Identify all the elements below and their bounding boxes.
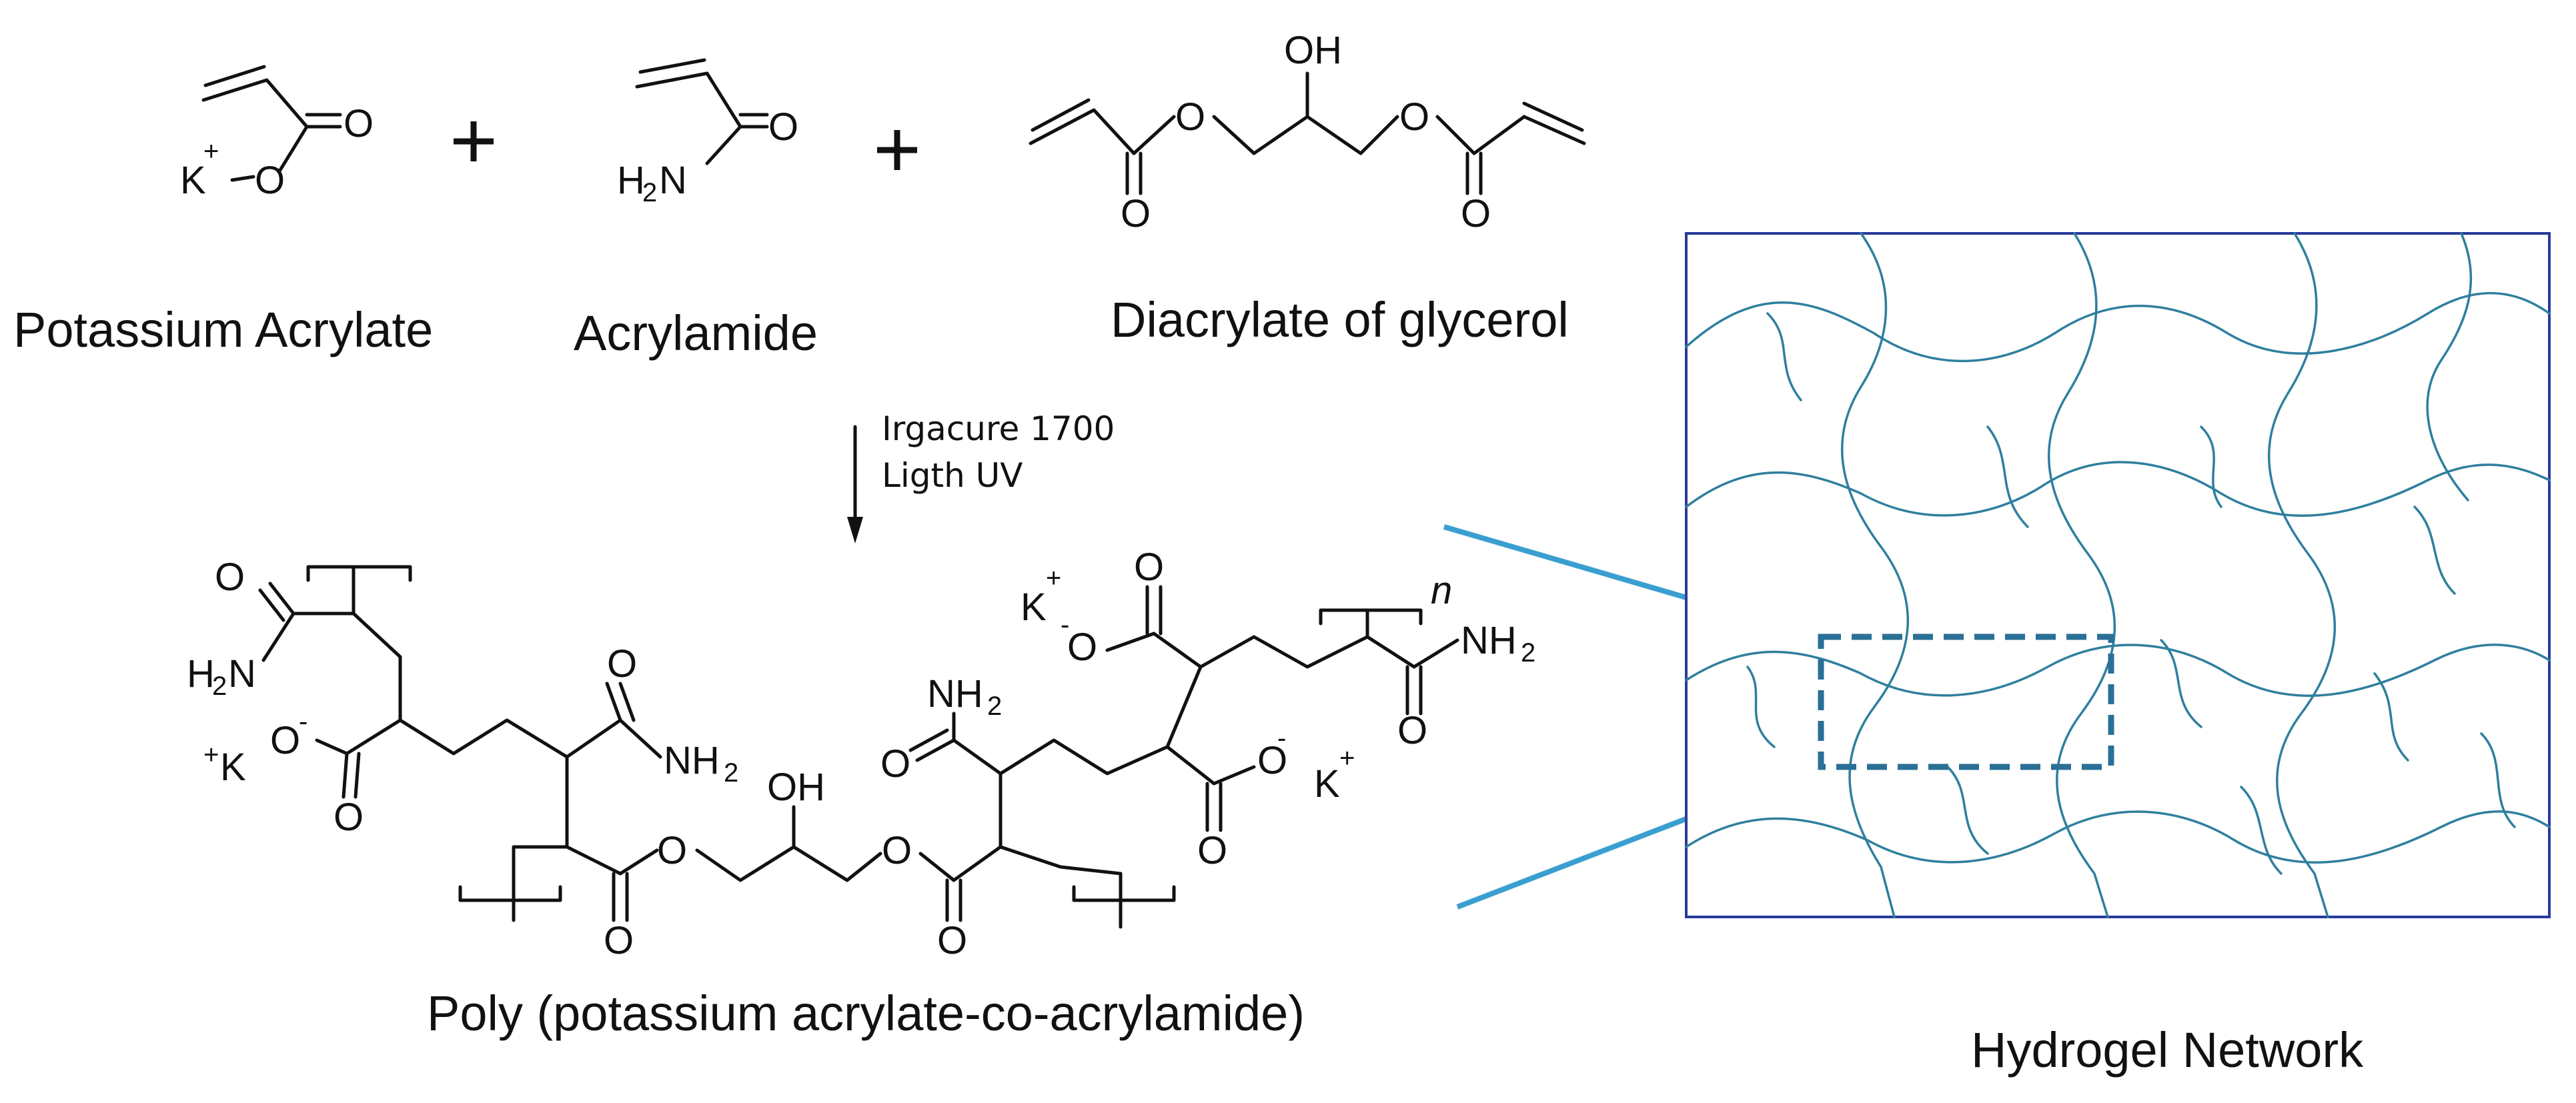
charge-k-right: +	[1339, 744, 1355, 773]
atom-o-ester-right: O	[1399, 95, 1429, 139]
atom-o-top-amide: O	[215, 556, 245, 599]
subscript-2-center: 2	[987, 692, 1002, 721]
charge-o-top: -	[1061, 610, 1069, 640]
atom-o-ester: O	[255, 159, 285, 202]
repeat-index-n: n	[1431, 569, 1452, 612]
potassium-acrylate-structure: O O K +	[180, 65, 374, 202]
plus-symbol-2	[877, 130, 917, 170]
zoom-region-dashed	[1818, 634, 2114, 770]
atom-k-top: K	[1021, 586, 1047, 629]
subscript-2-mid: 2	[724, 758, 738, 788]
label-irgacure: Irgacure 1700	[882, 409, 1115, 448]
atom-oh-glycerol: OH	[767, 766, 825, 809]
atom-nh-center: NH	[927, 672, 983, 716]
atom-o-carbonyl-a: O	[604, 919, 634, 962]
label-hydrogel-network: Hydrogel Network	[1971, 1022, 2364, 1078]
atom-o-mid-amide: O	[607, 642, 637, 686]
atom-h-amine: H	[617, 159, 645, 202]
atom-o-left-carbonyl: O	[334, 796, 364, 839]
atom-o-left-anion: O	[270, 719, 300, 762]
plus-symbol-1	[454, 121, 494, 161]
subscript-2-right: 2	[1521, 638, 1535, 668]
atom-o-carbonyl: O	[344, 102, 374, 145]
atom-k-right: K	[1314, 762, 1340, 806]
atom-o-carbonyl-left: O	[1121, 192, 1151, 235]
atom-o-carbonyl-right: O	[1461, 192, 1491, 235]
label-uv-light: Ligth UV	[882, 456, 1023, 495]
atom-o-right-carbonyl: O	[1197, 829, 1227, 872]
polymer-structure: O H 2 N + K O - O O NH 2 O O OH O O NH 2…	[187, 545, 1535, 962]
hydrogel-network-panel	[1685, 232, 2551, 918]
atom-nh-mid: NH	[664, 739, 720, 782]
polymer-chains	[1685, 232, 2551, 918]
charge-k-top: +	[1046, 564, 1061, 593]
atom-o-ester-a: O	[657, 829, 687, 872]
label-potassium-acrylate: Potassium Acrylate	[13, 302, 433, 357]
atom-o-top-anion: O	[1067, 626, 1097, 669]
acrylamide-structure: O H 2 N	[617, 58, 798, 207]
atom-o-top-carbonyl: O	[1134, 545, 1164, 589]
atom-o-carbonyl-b: O	[937, 919, 967, 962]
atom-n-top-amine: N	[228, 652, 256, 696]
atom-n-amine: N	[659, 159, 687, 202]
label-acrylamide: Acrylamide	[574, 305, 818, 361]
atom-k: K	[180, 159, 206, 202]
subscript-2: 2	[642, 178, 657, 207]
atom-o-amide: O	[768, 105, 798, 149]
atom-o-right-amide: O	[1397, 709, 1427, 752]
atom-oh: OH	[1284, 29, 1342, 72]
charge-plus: +	[203, 137, 219, 166]
charge-o-right: -	[1277, 724, 1286, 753]
atom-o-center-amide: O	[880, 742, 910, 786]
charge-o-left: -	[299, 707, 307, 736]
atom-h-top-amine: H	[187, 652, 215, 696]
reaction-arrow	[847, 425, 863, 543]
atom-o-right-anion: O	[1257, 739, 1287, 782]
glycerol-diacrylate-structure: O O OH O O	[1029, 29, 1586, 235]
atom-nh-right: NH	[1461, 619, 1517, 662]
atom-k-left: K	[220, 746, 246, 789]
network-box	[1685, 232, 2551, 918]
label-polymer: Poly (potassium acrylate-co-acrylamide)	[427, 986, 1305, 1041]
atom-o-ester-left: O	[1175, 95, 1205, 139]
label-diacrylate-of-glycerol: Diacrylate of glycerol	[1111, 292, 1569, 347]
charge-k-left: +	[203, 740, 219, 770]
atom-o-ester-b: O	[882, 829, 912, 872]
subscript-2-top-amine: 2	[212, 672, 227, 701]
